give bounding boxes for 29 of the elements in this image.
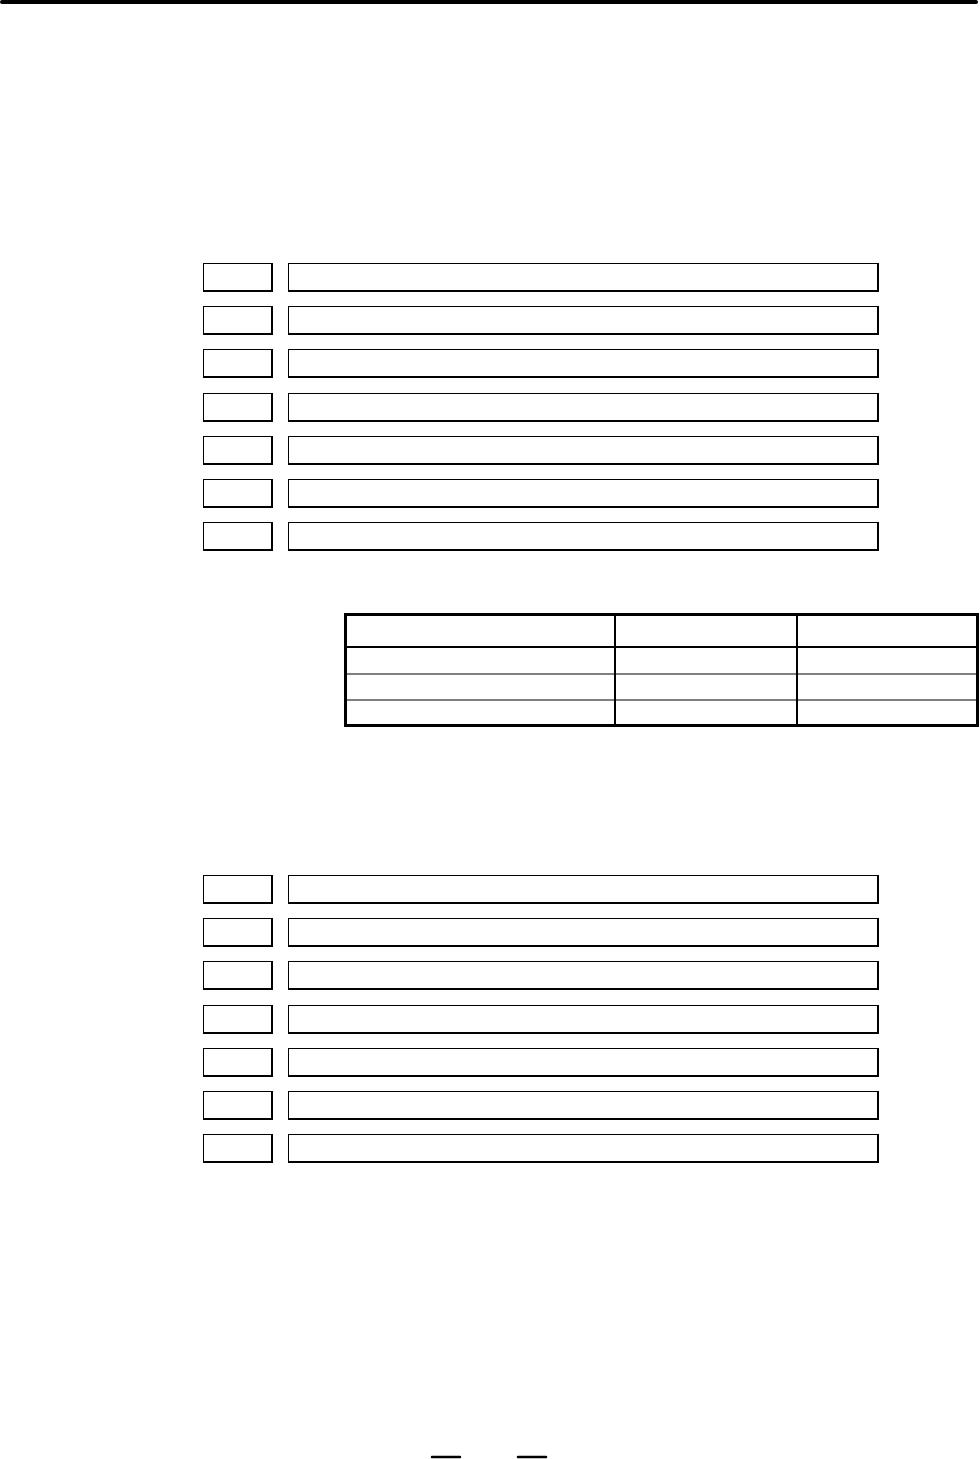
empty-box bbox=[203, 961, 273, 991]
empty-box bbox=[288, 1091, 879, 1120]
empty-box bbox=[203, 1091, 273, 1120]
empty-box bbox=[288, 522, 879, 552]
empty-box bbox=[288, 961, 879, 991]
empty-box bbox=[203, 263, 273, 292]
empty-box bbox=[288, 435, 879, 465]
empty-box bbox=[288, 1004, 879, 1034]
empty-box bbox=[203, 1047, 273, 1077]
empty-box bbox=[288, 1134, 879, 1164]
empty-box bbox=[203, 349, 273, 379]
empty-box bbox=[288, 918, 879, 948]
empty-box bbox=[203, 306, 273, 336]
empty-box bbox=[203, 392, 273, 422]
empty-box bbox=[288, 1047, 879, 1077]
empty-box bbox=[203, 918, 273, 948]
empty-box bbox=[288, 349, 879, 379]
empty-box bbox=[203, 1004, 273, 1034]
empty-box bbox=[288, 306, 879, 336]
empty-box bbox=[203, 522, 273, 552]
empty-box bbox=[203, 1134, 273, 1164]
empty-box bbox=[288, 263, 879, 292]
empty-table bbox=[344, 613, 979, 727]
empty-box bbox=[203, 435, 273, 465]
empty-box bbox=[288, 875, 879, 904]
empty-box bbox=[288, 479, 879, 508]
empty-box bbox=[203, 479, 273, 508]
empty-box bbox=[203, 875, 273, 904]
empty-box bbox=[288, 392, 879, 422]
